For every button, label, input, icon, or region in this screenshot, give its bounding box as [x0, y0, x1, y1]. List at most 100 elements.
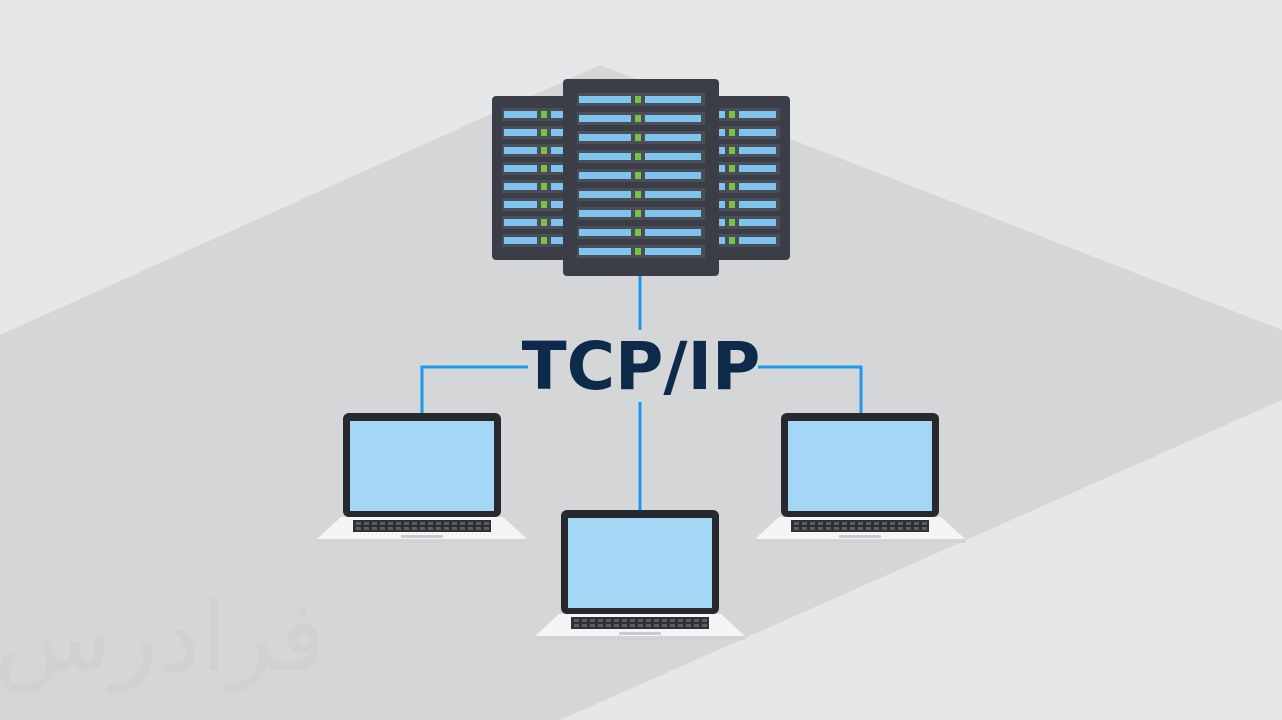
server-led [635, 172, 641, 179]
server-slot-light [579, 191, 631, 198]
keyboard-key [364, 527, 369, 530]
server-slot-light [645, 191, 701, 198]
laptop-icon [535, 510, 745, 640]
keyboard-key [412, 522, 417, 525]
keyboard-key [794, 527, 799, 530]
server-led [729, 219, 735, 226]
keyboard-key [826, 522, 831, 525]
keyboard-key [866, 527, 871, 530]
keyboard-key [484, 527, 489, 530]
keyboard-key [452, 522, 457, 525]
keyboard-key [606, 619, 611, 622]
keyboard-key [858, 527, 863, 530]
laptop-touchpad [401, 535, 443, 538]
keyboard-key [898, 522, 903, 525]
keyboard-key [598, 619, 603, 622]
server-slot-light [645, 134, 701, 141]
keyboard-key [810, 527, 815, 530]
server-led [541, 147, 547, 154]
keyboard-key [686, 619, 691, 622]
server-slot-light [504, 147, 537, 154]
keyboard-key [380, 522, 385, 525]
server-slot-light [504, 183, 537, 190]
server-led [729, 147, 735, 154]
keyboard-key [372, 527, 377, 530]
server-led [635, 210, 641, 217]
keyboard-key [444, 522, 449, 525]
server-slot-light [645, 115, 701, 122]
server-slot-light [579, 172, 631, 179]
keyboard-key [372, 522, 377, 525]
keyboard-key [420, 522, 425, 525]
server-led [729, 165, 735, 172]
keyboard-key [380, 527, 385, 530]
keyboard-key [802, 527, 807, 530]
server-led [635, 153, 641, 160]
server-slot-light [739, 183, 776, 190]
keyboard-key [694, 624, 699, 627]
keyboard-key [468, 527, 473, 530]
server-led [729, 201, 735, 208]
line-title-to-left-laptop [420, 365, 528, 413]
server-led [541, 129, 547, 136]
server-slot-light [645, 96, 701, 103]
server-slot-light [579, 229, 631, 236]
keyboard-key [356, 527, 361, 530]
keyboard-key [654, 624, 659, 627]
keyboard-key [694, 619, 699, 622]
laptop-keyboard [791, 520, 929, 532]
server-led [541, 165, 547, 172]
keyboard-key [420, 527, 425, 530]
keyboard-key [412, 527, 417, 530]
keyboard-key [866, 522, 871, 525]
keyboard-key [396, 522, 401, 525]
keyboard-key [874, 527, 879, 530]
keyboard-key [630, 619, 635, 622]
server-led [635, 248, 641, 255]
server-slot-light [739, 201, 776, 208]
server-slot-light [579, 210, 631, 217]
server-rack-icon [563, 79, 719, 276]
keyboard-key [582, 624, 587, 627]
connector-lines [420, 276, 863, 510]
server-led [729, 129, 735, 136]
keyboard-key [874, 522, 879, 525]
keyboard-key [574, 624, 579, 627]
server-led [635, 115, 641, 122]
keyboard-key [468, 522, 473, 525]
keyboard-key [882, 522, 887, 525]
keyboard-key [818, 522, 823, 525]
keyboard-key [460, 522, 465, 525]
keyboard-key [670, 624, 675, 627]
keyboard-key [662, 619, 667, 622]
keyboard-key [834, 527, 839, 530]
server-led [541, 183, 547, 190]
keyboard-key [686, 624, 691, 627]
server-led [635, 191, 641, 198]
keyboard-key [444, 527, 449, 530]
keyboard-key [452, 527, 457, 530]
laptop-icon [317, 413, 527, 543]
keyboard-key [678, 619, 683, 622]
keyboard-key [882, 527, 887, 530]
server-slot-light [504, 165, 537, 172]
server-led [635, 96, 641, 103]
keyboard-key [476, 522, 481, 525]
server-slot-light [739, 219, 776, 226]
keyboard-key [670, 619, 675, 622]
keyboard-key [574, 619, 579, 622]
laptop-keyboard [571, 617, 709, 629]
keyboard-key [922, 527, 927, 530]
server-led [541, 237, 547, 244]
server-slot-light [579, 134, 631, 141]
laptop-touchpad [839, 535, 881, 538]
server-slot-light [645, 210, 701, 217]
server-slot-light [739, 165, 776, 172]
keyboard-key [436, 522, 441, 525]
keyboard-key [484, 522, 489, 525]
server-led [635, 134, 641, 141]
keyboard-key [678, 624, 683, 627]
keyboard-key [922, 522, 927, 525]
keyboard-key [460, 527, 465, 530]
